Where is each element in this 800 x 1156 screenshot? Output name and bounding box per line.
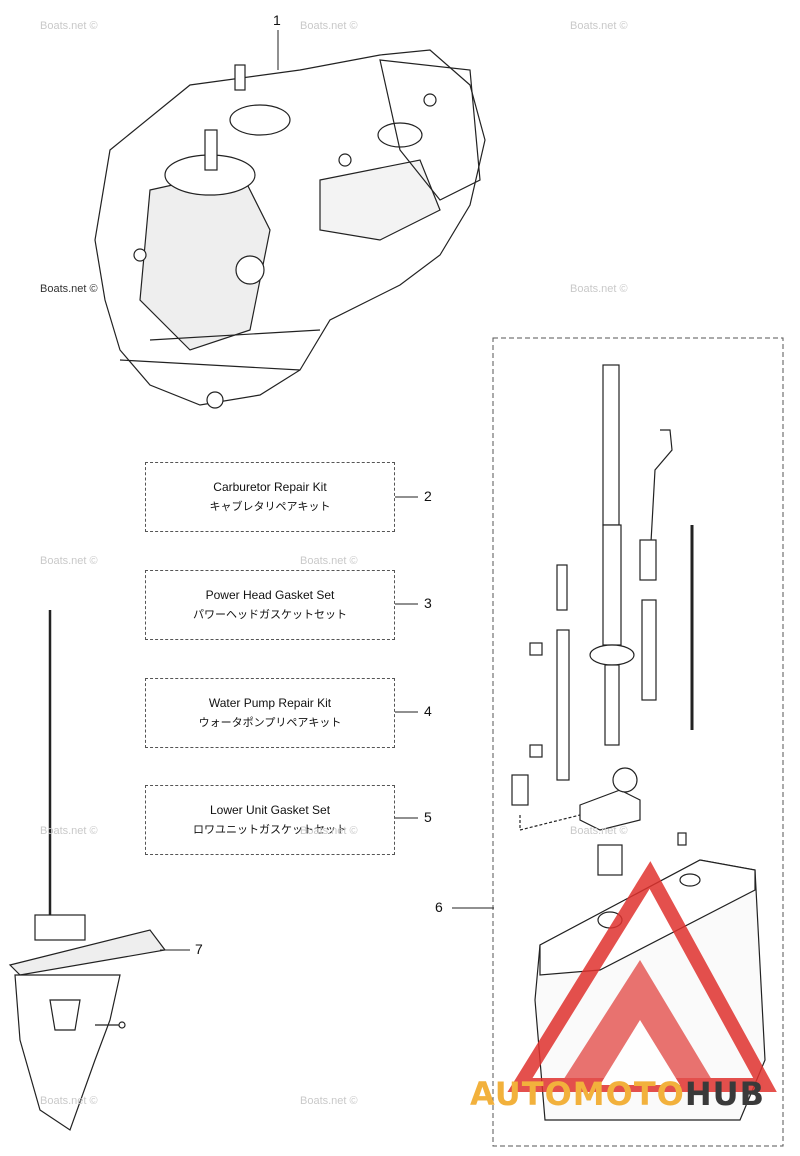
brand-part-1: AUTO	[470, 1075, 573, 1113]
callout-2: 2	[424, 488, 432, 504]
callout-5: 5	[424, 809, 432, 825]
kit-label-en: Carburetor Repair Kit	[213, 480, 327, 494]
watermark-text: Boats.net ©	[300, 825, 358, 837]
callout-7: 7	[195, 941, 203, 957]
callout-4: 4	[424, 703, 432, 719]
brand-part-3: HUB	[684, 1075, 766, 1113]
kit-box-water-pump: Water Pump Repair Kit ウォータポンプリペアキット	[145, 678, 395, 748]
kit-label-jp: ロワユニットガスケットセット	[193, 823, 347, 836]
kit-label-jp: キャブレタリペアキット	[209, 500, 331, 513]
watermark-text: Boats.net ©	[40, 1095, 98, 1107]
lower-unit-assembly	[8, 610, 167, 1131]
power-head-assembly	[94, 49, 486, 409]
watermark-text: Boats.net ©	[40, 825, 98, 837]
part-6-group-box	[492, 337, 784, 1147]
watermark-text: Boats.net ©	[300, 20, 358, 32]
watermark-text: Boats.net ©	[570, 825, 628, 837]
callout-6: 6	[435, 899, 443, 915]
watermark-text: Boats.net ©	[40, 20, 98, 32]
watermark-text: Boats.net ©	[300, 555, 358, 567]
brand-watermark: AUTOMOTOHUB	[470, 1075, 765, 1113]
kit-box-carburetor: Carburetor Repair Kit キャブレタリペアキット	[145, 462, 395, 532]
kit-label-en: Power Head Gasket Set	[205, 588, 335, 602]
watermark-text: Boats.net ©	[570, 20, 628, 32]
kit-box-lower-unit: Lower Unit Gasket Set ロワユニットガスケットセット	[145, 785, 395, 855]
callout-1: 1	[273, 12, 281, 28]
watermark-text: Boats.net ©	[40, 283, 98, 295]
kit-label-jp: ウォータポンプリペアキット	[198, 716, 342, 729]
watermark-triangle-logo	[507, 861, 777, 1092]
brand-part-2: MOTO	[572, 1075, 685, 1113]
callout-3: 3	[424, 595, 432, 611]
watermark-text: Boats.net ©	[40, 555, 98, 567]
kit-label-jp: パワーヘッドガスケットセット	[193, 608, 347, 621]
kit-label-en: Lower Unit Gasket Set	[209, 803, 331, 817]
watermark-text: Boats.net ©	[300, 1095, 358, 1107]
kit-box-power-head: Power Head Gasket Set パワーヘッドガスケットセット	[145, 570, 395, 640]
watermark-text: Boats.net ©	[570, 283, 628, 295]
kit-label-en: Water Pump Repair Kit	[208, 696, 332, 710]
